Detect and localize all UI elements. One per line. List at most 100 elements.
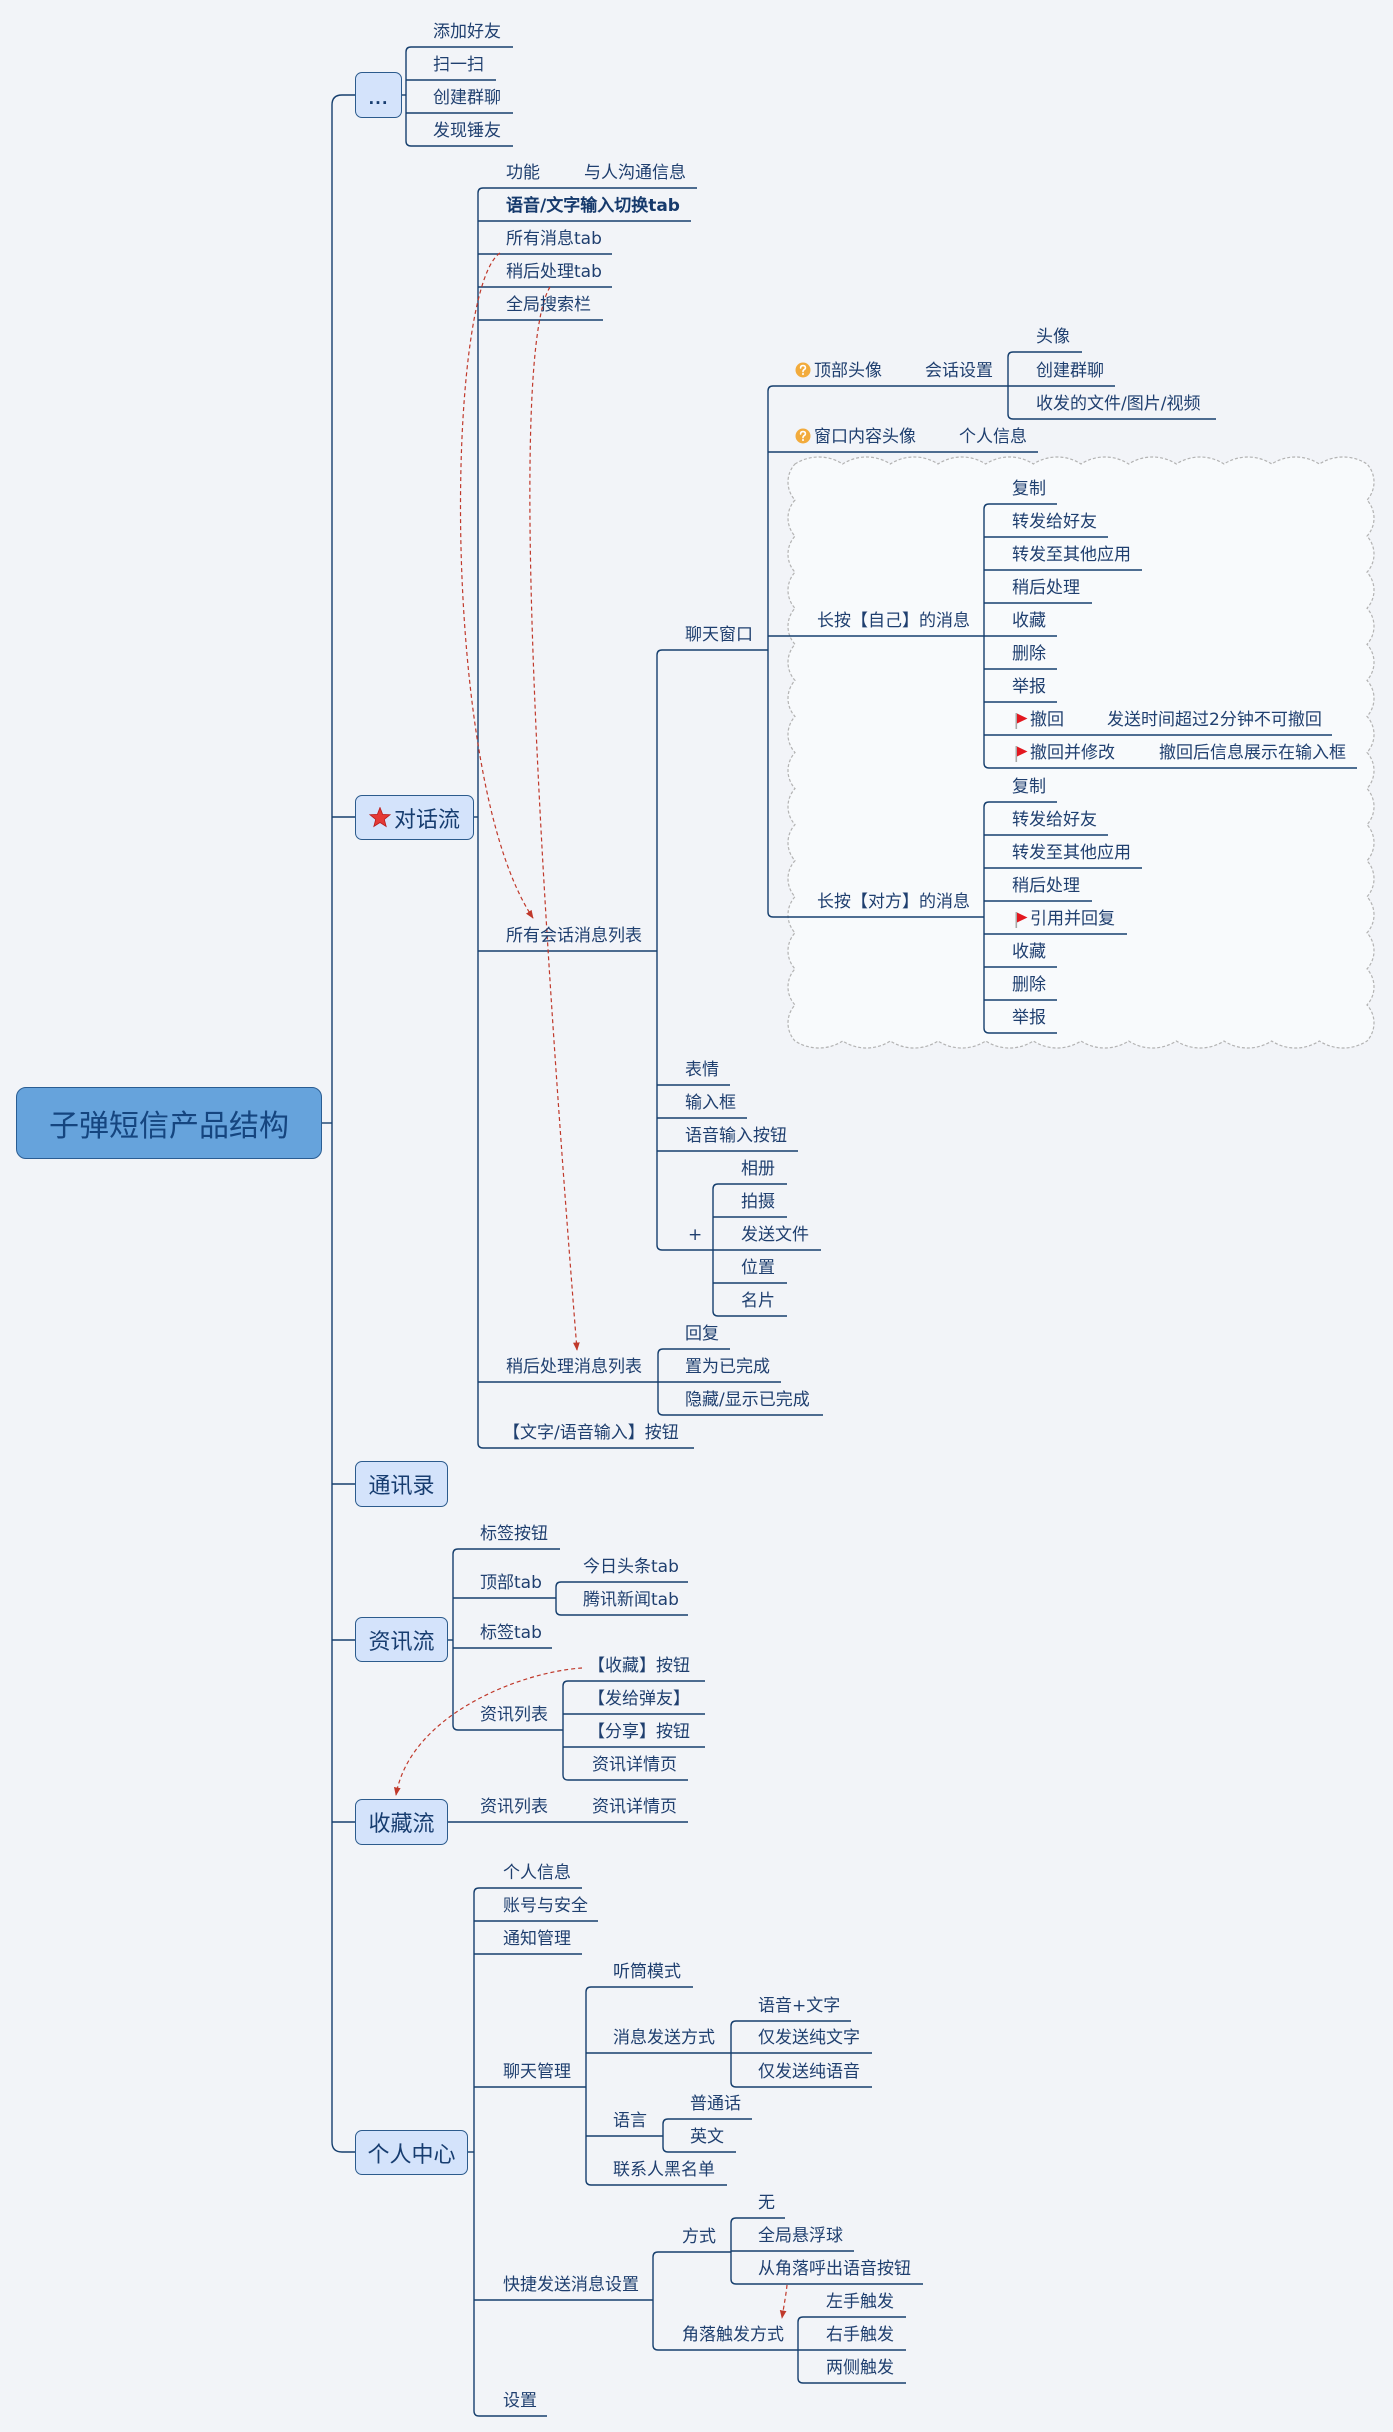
topic-avatar: 头像: [1036, 327, 1070, 347]
topic-content-avatar-detail: 个人信息: [959, 427, 1027, 447]
topic-underline: [797, 2316, 906, 2323]
topic-underline: [477, 1442, 694, 1449]
topic-self-recall: 撤回: [1030, 710, 1064, 730]
branch-dialog-flow: 对话流: [355, 795, 474, 840]
topic-send-to-friend: 【发给弹友】: [588, 1689, 690, 1709]
topic-later-list: 稍后处理消息列表: [506, 1357, 642, 1377]
topic-toggle-done: 隐藏/显示已完成: [685, 1390, 810, 1410]
topic-other-quote-reply: 引用并回复: [1030, 909, 1115, 929]
topic-input-box: 输入框: [685, 1093, 736, 1113]
topic-album: 相册: [741, 1159, 775, 1179]
topic-blacklist: 联系人黑名单: [613, 2160, 715, 2180]
topic-underline: [797, 2377, 906, 2384]
topic-other-later: 稍后处理: [1012, 876, 1080, 896]
question-icon: [795, 362, 811, 378]
topic-underline: [405, 46, 513, 53]
central-topic-label: 子弹短信产品结构: [49, 1109, 289, 1144]
topic-content-avatar: 窗口内容头像: [814, 427, 916, 447]
topic-other-copy: 复制: [1012, 777, 1046, 797]
topic-underline: [657, 1409, 823, 1416]
topic-discover-friends: 发现锤友: [433, 121, 501, 141]
question-icon-dot: [802, 373, 804, 375]
topic-self-forward-app: 转发至其他应用: [1012, 545, 1131, 565]
star-icon: [368, 806, 391, 827]
branch-profile: 个人中心: [355, 2130, 468, 2175]
topic-send-file: 发送文件: [741, 1225, 809, 1245]
star-shape: [368, 806, 391, 827]
topic-news-detail: 资讯详情页: [592, 1755, 677, 1775]
topic-underline: [730, 2217, 785, 2224]
topic-other-forward-app: 转发至其他应用: [1012, 843, 1131, 863]
topic-session-list: 所有会话消息列表: [506, 926, 642, 946]
topic-shared-files: 收发的文件/图片/视频: [1036, 394, 1201, 414]
topic-underline: [712, 1310, 787, 1317]
news-flow-label: 资讯流: [368, 1629, 435, 1655]
topic-function: 功能: [506, 163, 540, 183]
topic-location: 位置: [741, 1258, 775, 1278]
topic-create-group: 创建群聊: [433, 88, 501, 108]
topic-other-delete: 删除: [1012, 975, 1046, 995]
relationship-arrow: [394, 1667, 583, 1796]
topic-underline: [555, 1609, 688, 1616]
branch-news-flow: 资讯流: [355, 1617, 448, 1662]
favorites-flow-label: 收藏流: [368, 1812, 435, 1837]
topic-add-friend: 添加好友: [433, 22, 501, 42]
topic-personal-info: 个人信息: [503, 1863, 571, 1883]
topic-voice-only: 仅发送纯语音: [758, 2062, 860, 2082]
contacts-label: 通讯录: [368, 1474, 435, 1499]
topic-underline: [662, 2118, 752, 2125]
flag-icon: [1015, 713, 1028, 729]
topic-scan: 扫一扫: [433, 55, 484, 75]
flag-cloth: [1017, 912, 1028, 923]
topic-mode-none: 无: [758, 2193, 775, 2213]
topic-quick-send: 快捷发送消息设置: [503, 2275, 639, 2295]
flag-pole: [1015, 713, 1018, 729]
topic-underline: [452, 1724, 563, 1731]
branch-favorites-flow: 收藏流: [355, 1799, 448, 1845]
dialog-flow-label: 对话流: [393, 807, 460, 833]
central-topic: 子弹短信产品结构: [16, 1087, 322, 1159]
main-trunk-connector: [331, 94, 355, 2153]
topic-left-hand: 左手触发: [826, 2292, 894, 2312]
connector-lines: [322, 46, 1357, 2417]
topic-language: 语言: [613, 2111, 647, 2131]
topic-favorites-news-detail: 资讯详情页: [592, 1797, 677, 1817]
topic-underline: [405, 140, 513, 147]
topic-other-favorite: 收藏: [1012, 942, 1046, 962]
topic-self-forward-friend: 转发给好友: [1012, 512, 1097, 532]
topic-self-delete: 删除: [1012, 644, 1046, 664]
topic-self-later: 稍后处理: [1012, 578, 1080, 598]
topic-underline: [712, 1183, 787, 1190]
branch-contacts: 通讯录: [355, 1461, 448, 1507]
topic-share-button: 【分享】按钮: [588, 1722, 690, 1742]
topic-english: 英文: [690, 2127, 724, 2147]
topic-toutiao-tab: 今日头条tab: [583, 1557, 679, 1577]
boundary-layer: [787, 456, 1375, 1049]
topic-all-messages-tab: 所有消息tab: [506, 229, 602, 249]
topic-text-only: 仅发送纯文字: [758, 2028, 860, 2048]
question-icon: [795, 428, 811, 444]
topic-tag-button: 标签按钮: [480, 1524, 548, 1544]
topic-underline: [983, 503, 1057, 510]
topic-underline: [767, 911, 984, 918]
topic-self-report: 举报: [1012, 677, 1046, 697]
topic-chat-window: 聊天窗口: [685, 625, 753, 645]
topic-underline: [983, 1027, 1057, 1034]
topic-self-favorite: 收藏: [1012, 611, 1046, 631]
topic-underline: [730, 2020, 851, 2027]
topic-underline: [983, 762, 1357, 769]
topic-mode: 方式: [682, 2227, 716, 2247]
topic-long-press-other: 长按【对方】的消息: [817, 892, 970, 912]
topic-underline: [562, 1774, 688, 1781]
topic-underline: [585, 1986, 693, 1993]
topic-favorites-news-list: 资讯列表: [480, 1797, 548, 1817]
topic-create-group-chat: 创建群聊: [1036, 361, 1104, 381]
topic-session-settings: 会话设置: [925, 361, 993, 381]
relationship-arrows: [394, 252, 788, 2319]
topic-mark-done: 置为已完成: [685, 1357, 770, 1377]
flag-cloth: [1017, 746, 1028, 757]
topic-underline: [555, 1581, 688, 1588]
flag-cloth: [1017, 713, 1028, 724]
topic-underline: [983, 801, 1057, 808]
topic-underline: [1007, 351, 1082, 358]
